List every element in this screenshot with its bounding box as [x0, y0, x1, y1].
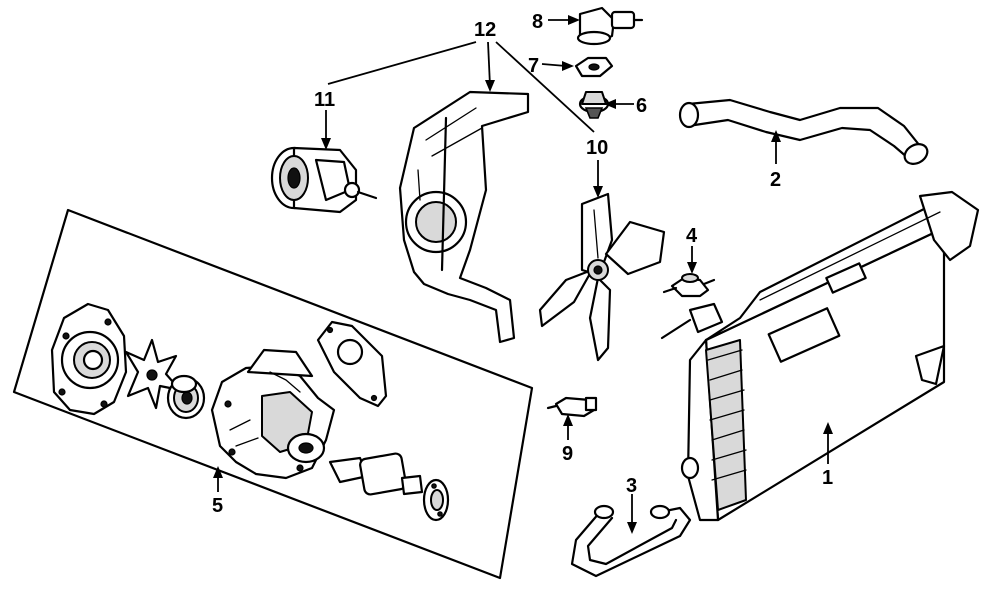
pump-seal [166, 374, 206, 420]
pump-hub [422, 478, 450, 522]
callout-3: 3 [626, 475, 637, 497]
callout-10: 10 [586, 137, 608, 159]
callout-leaders [213, 15, 833, 534]
water-outlet [576, 6, 644, 46]
callout-8: 8 [532, 11, 543, 33]
radiator [660, 190, 980, 522]
callout-9: 9 [562, 443, 573, 465]
callout-7: 7 [528, 55, 539, 77]
callout-4: 4 [686, 225, 698, 247]
outlet-gasket [574, 56, 614, 78]
thermostat-housing [270, 146, 378, 214]
callout-1: 1 [822, 467, 833, 489]
lower-radiator-hose [570, 504, 692, 578]
callout-6: 6 [636, 95, 647, 117]
upper-radiator-hose [678, 98, 929, 165]
pump-shaft-bearing [328, 452, 424, 496]
pump-gasket [316, 320, 388, 408]
pump-back-plate [50, 302, 128, 416]
radiator-cap [662, 273, 716, 298]
fan-blade [538, 192, 666, 362]
callout-11: 11 [314, 89, 335, 111]
callout-12: 12 [474, 19, 496, 41]
callout-2: 2 [770, 169, 781, 191]
temperature-sender [546, 396, 598, 418]
thermostat [578, 91, 610, 119]
fan-shroud [398, 90, 530, 344]
callout-5: 5 [212, 495, 223, 517]
pump-impeller [124, 338, 182, 410]
pump-housing [210, 348, 336, 480]
callout-labels: 12 11 10 8 7 6 2 4 9 3 1 5 [212, 11, 833, 517]
water-pump-assembly-box [12, 208, 534, 580]
